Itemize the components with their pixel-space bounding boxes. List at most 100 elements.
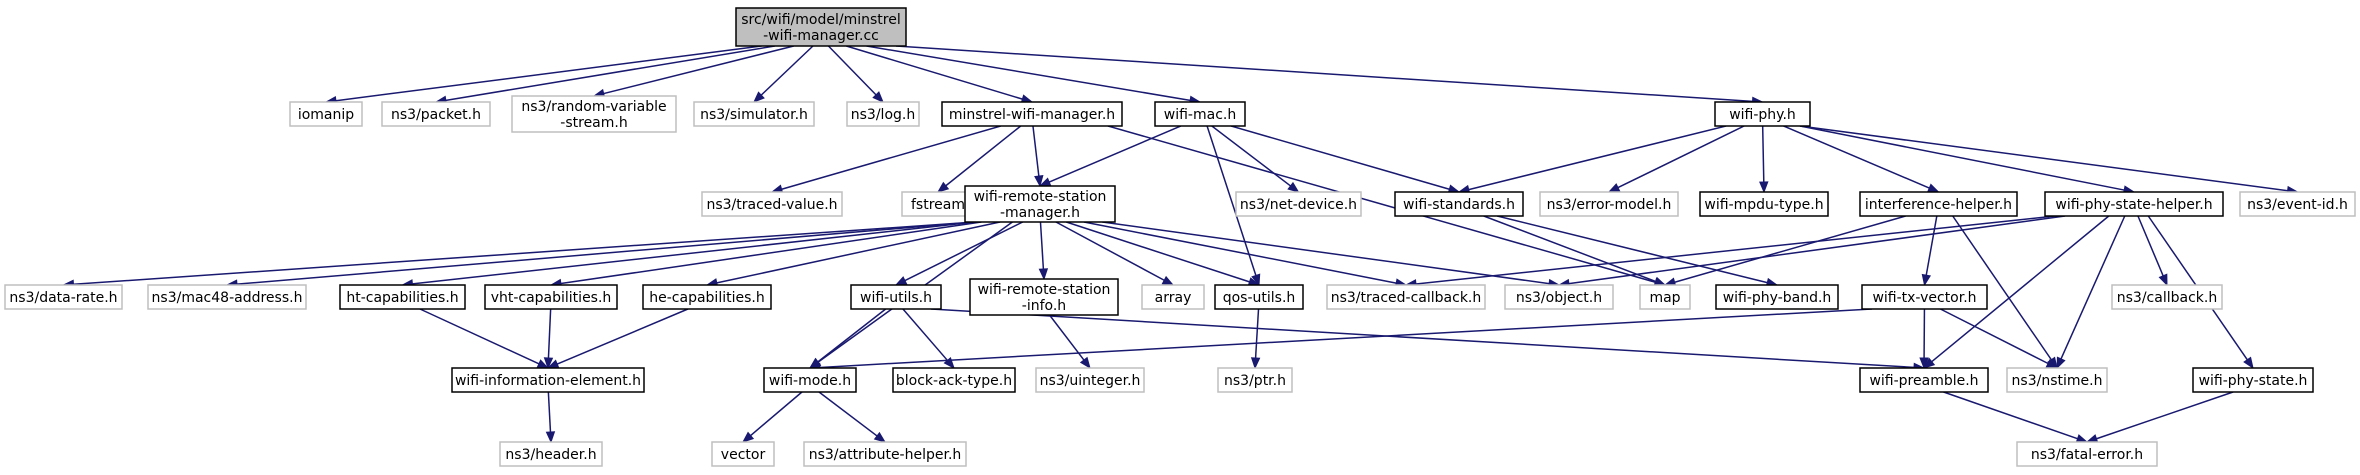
edge-line	[1617, 125, 1745, 189]
edge-qosutils-to-ptr	[1250, 308, 1261, 370]
edge-root-to-wifiphy	[895, 45, 1764, 107]
node-vhtcap[interactable]: vht-capabilities.h	[484, 284, 618, 310]
node-label: map	[1649, 290, 1680, 306]
edge-wifimode-to-vector	[741, 391, 803, 443]
node-label: ns3/packet.h	[391, 107, 481, 123]
node-root[interactable]: src/wifi/model/minstrel-wifi-manager.cc	[735, 7, 907, 47]
edge-line	[930, 308, 1915, 369]
edge-line	[1032, 125, 1040, 177]
node-box	[511, 95, 677, 133]
edge-preamble-to-fatalerror	[1943, 391, 2089, 444]
node-wifiphy[interactable]: wifi-phy.h	[1714, 101, 1811, 127]
node-label: array	[1155, 290, 1192, 306]
edge-wifimac-to-qosutils	[1206, 125, 1261, 287]
edge-line	[1783, 125, 1930, 189]
node-wifimac[interactable]: wifi-mac.h	[1154, 101, 1246, 127]
arrowhead-icon	[1922, 357, 1936, 369]
node-box	[1714, 101, 1811, 127]
node-wrsm[interactable]: wifi-remote-station-manager.h	[964, 185, 1116, 223]
node-box	[484, 284, 618, 310]
node-box	[1154, 101, 1246, 127]
node-box	[1861, 284, 1988, 310]
edge-line	[817, 308, 887, 363]
arrowhead-icon	[1034, 175, 1044, 188]
node-qosutils[interactable]: qos-utils.h	[1214, 284, 1304, 310]
arrowhead-icon	[545, 431, 556, 444]
node-phystatehelper[interactable]: wifi-phy-state-helper.h	[2044, 191, 2224, 217]
edge-root-to-log	[827, 45, 884, 103]
edge-line	[1483, 215, 1656, 283]
node-box	[381, 101, 491, 127]
node-box	[735, 7, 907, 47]
edge-wifiutils-to-preamble	[930, 308, 1926, 373]
edge-phystatehelper-to-preamble	[1922, 215, 2110, 369]
node-txvector[interactable]: wifi-tx-vector.h	[1861, 284, 1988, 310]
edge-line	[560, 221, 982, 285]
node-label: wifi-phy.h	[1729, 107, 1796, 123]
node-label: block-ack-type.h	[896, 373, 1012, 389]
arrowhead-icon	[1919, 357, 1929, 370]
arrowhead-icon	[2056, 356, 2066, 370]
node-hecap[interactable]: he-capabilities.h	[642, 284, 772, 310]
node-standards[interactable]: wifi-standards.h	[1394, 191, 1524, 217]
node-box	[763, 367, 857, 393]
node-box	[1699, 191, 1829, 217]
node-infoelement[interactable]: wifi-information-element.h	[451, 367, 645, 393]
edge-line	[73, 221, 976, 286]
node-label: ns3/data-rate.h	[9, 290, 117, 306]
node-vector: vector	[711, 441, 775, 467]
edge-root-to-simulator	[753, 45, 814, 103]
node-mpdutype[interactable]: wifi-mpdu-type.h	[1699, 191, 1829, 217]
node-phystate[interactable]: wifi-phy-state.h	[2192, 367, 2314, 393]
arrowhead-icon	[1759, 181, 1769, 194]
node-minstrel[interactable]: minstrel-wifi-manager.h	[941, 101, 1123, 127]
node-label: ns3/traced-callback.h	[1331, 290, 1482, 306]
node-packet: ns3/packet.h	[381, 101, 491, 127]
node-wrsinfo[interactable]: wifi-remote-station-info.h	[969, 278, 1119, 316]
arrowhead-icon	[1079, 356, 1091, 370]
edge-line	[1055, 221, 1165, 281]
node-label: wifi-standards.h	[1403, 197, 1515, 213]
node-phyband[interactable]: wifi-phy-band.h	[1715, 284, 1839, 310]
arrowhead-icon	[1038, 268, 1049, 281]
edge-line	[419, 308, 540, 365]
edge-line	[1083, 221, 1397, 284]
node-label: ns3/fatal-error.h	[2031, 447, 2143, 463]
edge-line	[1211, 125, 1291, 187]
edge-htcap-to-infoelement	[419, 308, 550, 369]
edge-wrsm-to-vhtcap	[549, 221, 982, 289]
node-label: ns3/uinteger.h	[1040, 373, 1141, 389]
arrowhead-icon	[741, 431, 755, 443]
edge-line	[866, 45, 1191, 102]
edge-line	[412, 221, 976, 285]
edge-line	[603, 45, 794, 95]
edge-wifiutils-to-blockack	[902, 308, 955, 370]
node-box	[1235, 191, 1362, 217]
node-wifiutils[interactable]: wifi-utils.h	[850, 284, 942, 310]
edge-standards-to-phyband	[1496, 215, 1779, 288]
edge-minstrel-to-wrsm	[1032, 125, 1044, 188]
edge-line	[1568, 215, 2066, 285]
node-box	[693, 101, 815, 127]
edge-line	[1254, 308, 1260, 359]
arrowhead-icon	[543, 357, 554, 370]
edge-line	[1799, 125, 2288, 192]
node-log: ns3/log.h	[846, 101, 920, 127]
edge-txvector-to-nstime	[1940, 308, 2059, 369]
node-array: array	[1141, 284, 1205, 310]
node-htcap[interactable]: ht-capabilities.h	[339, 284, 466, 310]
node-label: src/wifi/model/minstrel	[741, 12, 900, 28]
node-label: wifi-mac.h	[1164, 107, 1236, 123]
node-interference[interactable]: interference-helper.h	[1859, 191, 2018, 217]
edge-wifiphy-to-standards	[1457, 125, 1727, 195]
node-wifimode[interactable]: wifi-mode.h	[763, 367, 857, 393]
node-blockack[interactable]: block-ack-type.h	[892, 367, 1016, 393]
node-preamble[interactable]: wifi-preamble.h	[1859, 367, 1989, 393]
edge-line	[2096, 391, 2234, 440]
node-object: ns3/object.h	[1504, 284, 1614, 310]
arrowhead-icon	[1287, 181, 1300, 193]
edge-txvector-to-preamble	[1919, 308, 1929, 370]
node-mac48: ns3/mac48-address.h	[147, 284, 307, 310]
edge-wrsm-to-qosutils	[1066, 221, 1261, 287]
node-box	[2111, 284, 2223, 310]
